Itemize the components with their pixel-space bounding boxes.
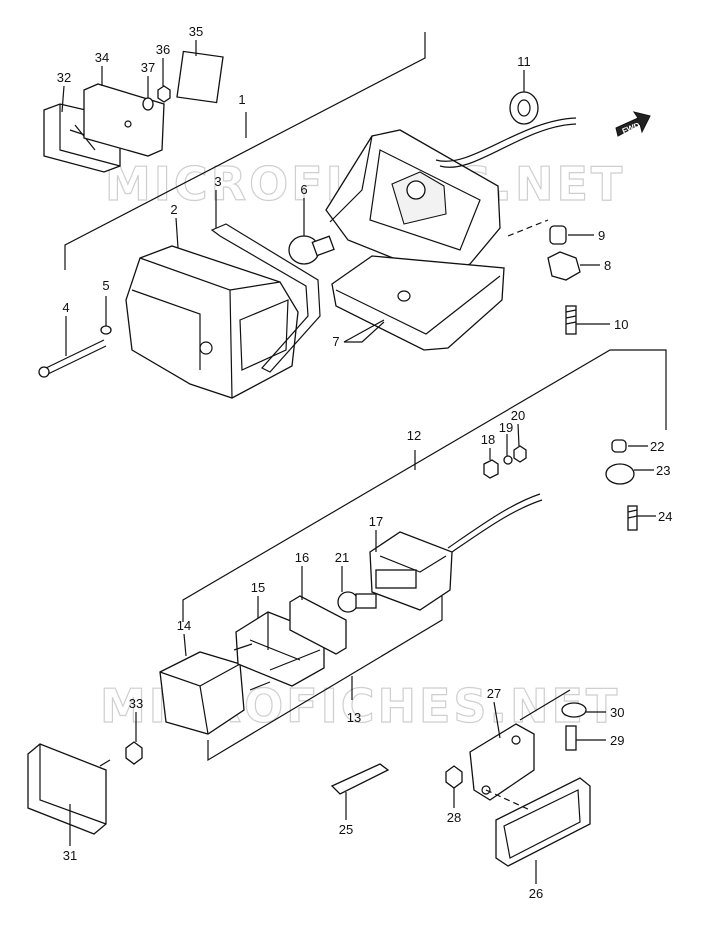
label-part-25: 25: [339, 822, 353, 837]
part-7-base-plate: [331, 255, 505, 351]
part-37-washer: [142, 97, 154, 111]
assembly-1-bracket: [64, 32, 426, 270]
part-2-lens-housing: [125, 245, 299, 399]
label-part-12: 12: [407, 428, 421, 443]
label-part-5: 5: [102, 278, 109, 293]
part-17-socket: [369, 493, 543, 611]
part-22-collar: [611, 439, 627, 453]
label-part-35: 35: [189, 24, 203, 39]
part-18-nut: [483, 459, 499, 479]
label-part-13: 13: [347, 710, 361, 725]
label-part-24: 24: [658, 509, 672, 524]
part-number-labels: 1 2 3 4 5 6 7 8 9 10 11 12 13 14 15 16 1…: [57, 24, 673, 901]
label-part-14: 14: [177, 618, 191, 633]
assembly-12-bracket: [182, 349, 667, 622]
part-4-screw: [38, 339, 107, 378]
label-part-3: 3: [214, 174, 221, 189]
part-21-bulb: [337, 591, 377, 613]
part-26-reflector: [495, 777, 591, 867]
part-14-lens: [159, 651, 245, 735]
label-part-2: 2: [170, 202, 177, 217]
part-3-gasket: [210, 223, 321, 373]
label-part-16: 16: [295, 550, 309, 565]
label-part-15: 15: [251, 580, 265, 595]
fwd-label: FWD: [621, 121, 641, 136]
label-part-27: 27: [487, 686, 501, 701]
part-33-nut: [125, 741, 143, 765]
label-part-4: 4: [62, 300, 69, 315]
label-part-20: 20: [511, 408, 525, 423]
dashed-guide-2: [485, 789, 531, 811]
label-part-7: 7: [332, 334, 339, 349]
label-part-18: 18: [481, 432, 495, 447]
lower-screw: [233, 643, 253, 651]
part-31-lens: [27, 743, 111, 835]
label-part-26: 26: [529, 886, 543, 901]
label-part-1: 1: [238, 92, 245, 107]
part-36-nut: [157, 85, 171, 103]
label-part-21: 21: [335, 550, 349, 565]
label-part-34: 34: [95, 50, 109, 65]
label-part-8: 8: [604, 258, 611, 273]
part-29-bolt: [565, 725, 577, 751]
label-part-37: 37: [141, 60, 155, 75]
assembly-13-bracket: [207, 596, 443, 762]
part-23-grommet: [605, 463, 635, 485]
label-part-33: 33: [129, 696, 143, 711]
part-10-bolt: [565, 305, 577, 335]
label-part-19: 19: [499, 420, 513, 435]
part-16-gasket: [289, 595, 347, 655]
label-part-23: 23: [656, 463, 670, 478]
part-24-bolt: [627, 505, 638, 531]
lower-screw-2: [249, 681, 271, 691]
label-part-29: 29: [610, 733, 624, 748]
part-6-bulb: [288, 235, 335, 265]
label-part-17: 17: [369, 514, 383, 529]
part-35-plate: [176, 50, 224, 104]
label-part-9: 9: [598, 228, 605, 243]
part-8-grommet: [547, 251, 581, 281]
part-28-nut: [445, 765, 463, 789]
label-part-28: 28: [447, 810, 461, 825]
label-part-31: 31: [63, 848, 77, 863]
part-20-nut: [513, 445, 527, 463]
part-27-bracket: [469, 723, 535, 801]
part-9-spacer: [549, 225, 567, 245]
upper-housing: [325, 117, 577, 277]
label-part-30: 30: [610, 705, 624, 720]
label-part-32: 32: [57, 70, 71, 85]
part-11-grommet: [509, 91, 539, 125]
fwd-arrow-icon: FWD: [615, 111, 651, 137]
part-19-washer: [503, 455, 513, 465]
label-part-11: 11: [517, 54, 531, 69]
part-25-bracket: [330, 763, 390, 795]
label-part-6: 6: [300, 182, 307, 197]
label-part-10: 10: [614, 317, 628, 332]
dashed-guide: [507, 219, 549, 237]
leader-lines: [61, 40, 656, 884]
part-30-washer: [561, 702, 587, 718]
label-part-22: 22: [650, 439, 664, 454]
guide-27: [519, 689, 571, 721]
part-5-washer: [100, 325, 112, 335]
label-part-36: 36: [156, 42, 170, 57]
